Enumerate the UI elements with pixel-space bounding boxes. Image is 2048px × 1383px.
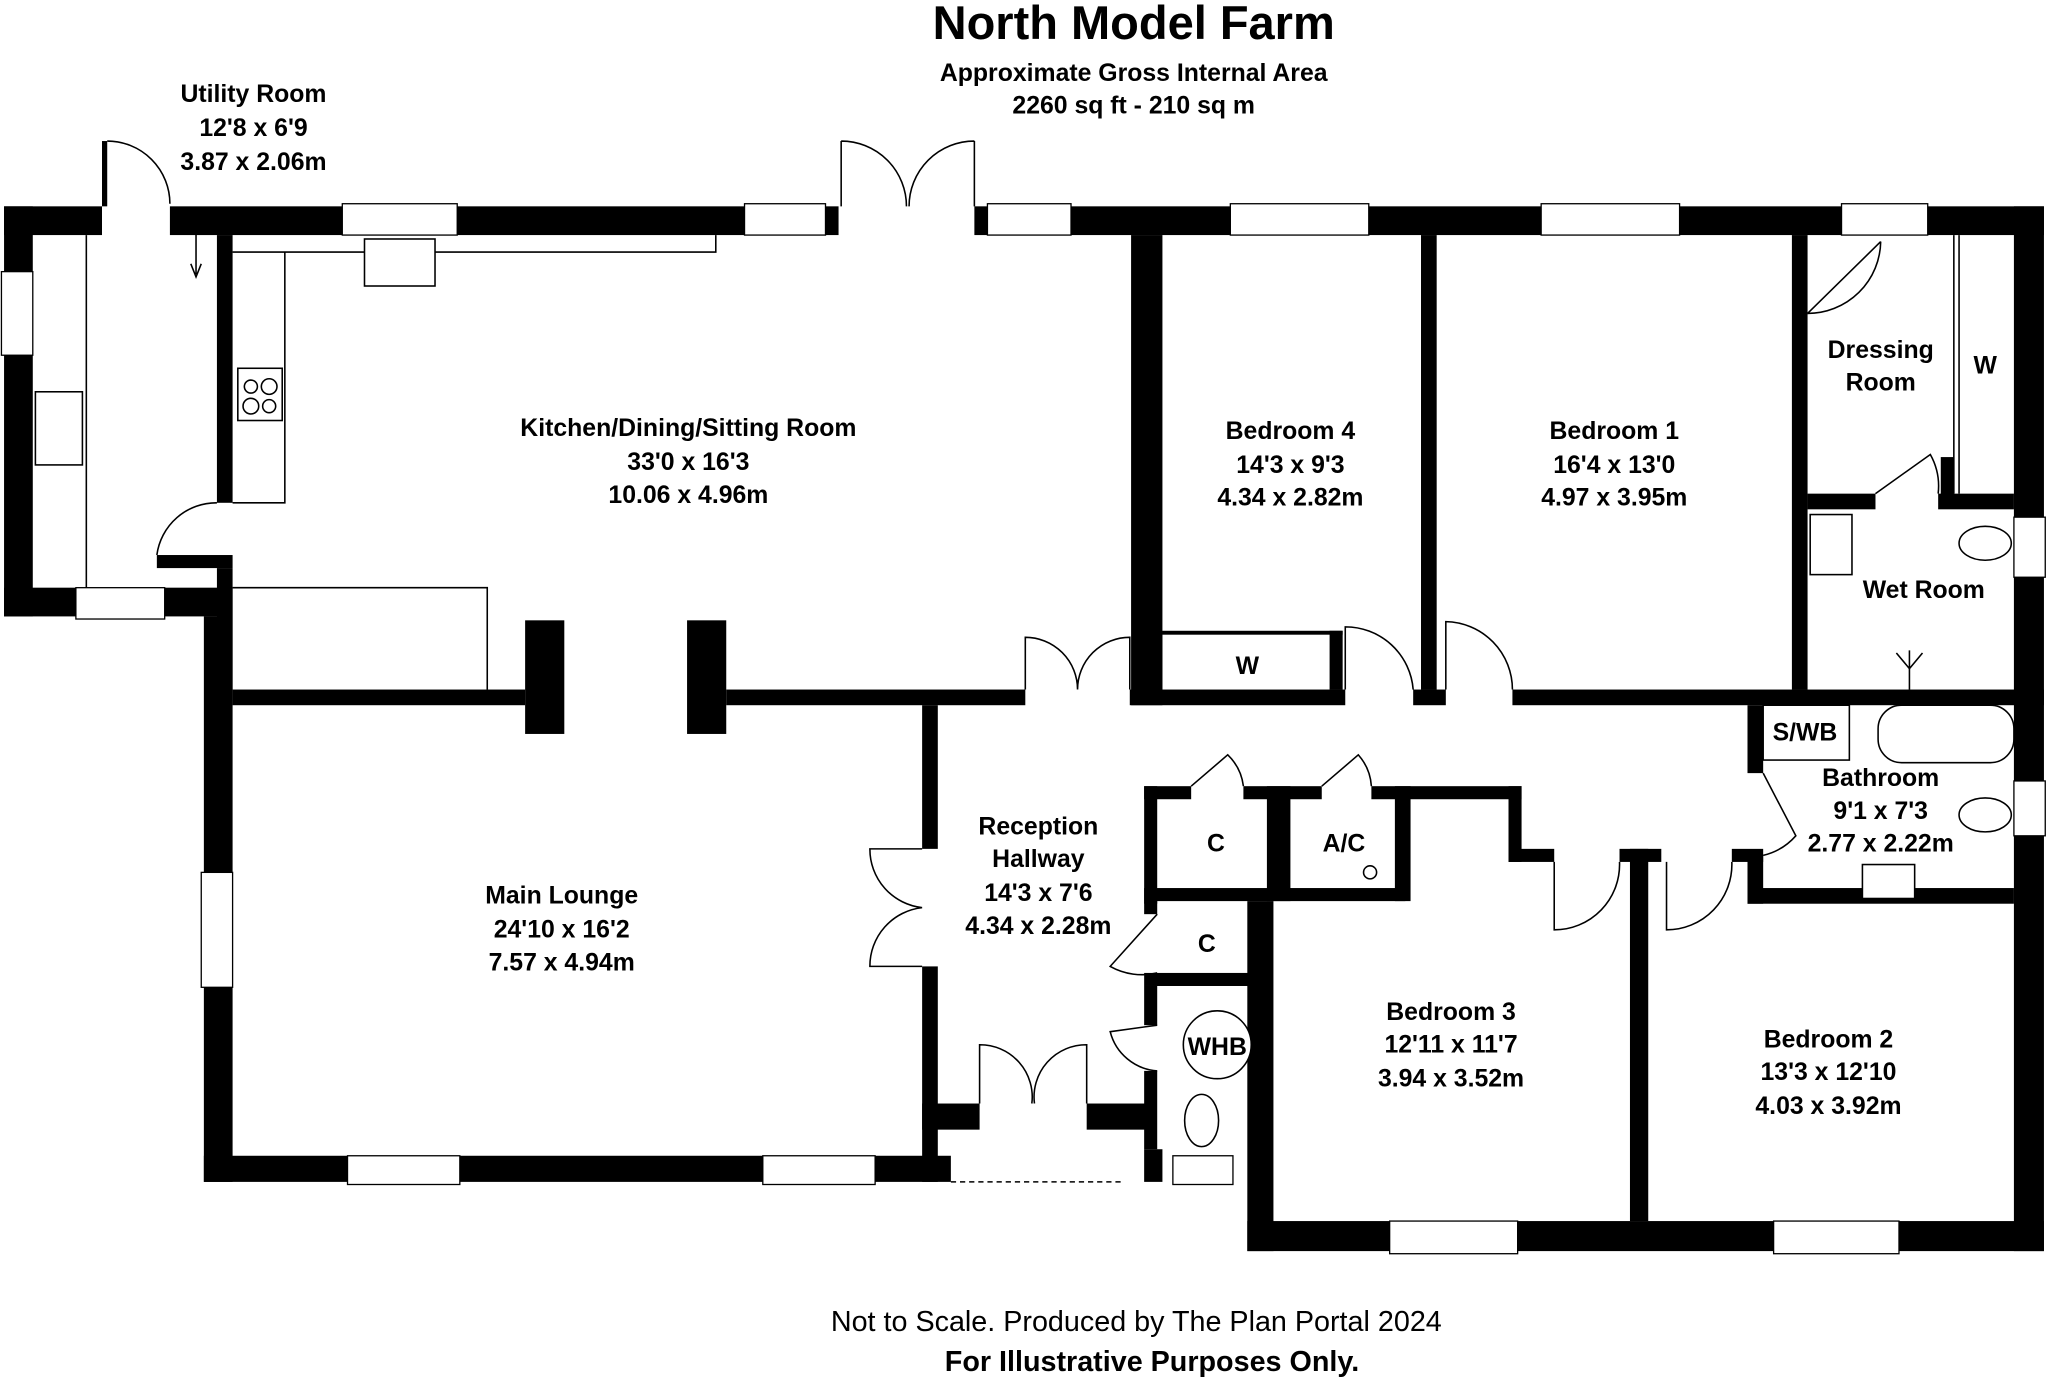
room-label-text: Bathroom — [1822, 765, 1939, 792]
room-label-text: Main Lounge — [485, 883, 638, 910]
shower-icon — [1895, 650, 1924, 690]
room-label-text: 24'10 x 16'2 — [494, 917, 630, 944]
room-label-text: 14'3 x 7'6 — [984, 880, 1092, 907]
cupboard-label: C — [1198, 931, 1216, 958]
swb-label: S/WB — [1773, 719, 1838, 746]
room-label-text: 4.03 x 3.92m — [1755, 1093, 1901, 1120]
footer-disclaimer: For Illustrative Purposes Only. — [945, 1346, 1359, 1378]
room-kitchen: Kitchen/Dining/Sitting Room 33'0 x 16'3 10… — [520, 415, 856, 509]
room-label-text: 16'4 x 13'0 — [1553, 452, 1675, 479]
room-label-text: Room — [1846, 369, 1916, 396]
room-bedroom3: Bedroom 3 12'11 x 11'7 3.94 x 3.52m — [1378, 999, 1524, 1093]
footer-credit: Not to Scale. Produced by The Plan Porta… — [831, 1306, 1442, 1338]
room-utility: Utility Room 12'8 x 6'9 3.87 x 2.06m — [180, 81, 326, 176]
area-value: 2260 sq ft - 210 sq m — [1012, 93, 1255, 120]
room-label-text: Bedroom 4 — [1226, 418, 1356, 445]
room-label-text: 7.57 x 4.94m — [489, 949, 635, 976]
room-label-text: 4.97 x 3.95m — [1541, 484, 1687, 511]
room-wet-room: Wet Room — [1863, 577, 1985, 604]
room-bedroom1: Bedroom 1 16'4 x 13'0 4.97 x 3.95m — [1541, 418, 1687, 512]
header: North Model Farm Approximate Gross Inter… — [933, 0, 1335, 120]
ac-unit-icon — [1362, 865, 1378, 880]
bathroom-basin-icon — [1861, 863, 1916, 900]
wet-room-toilet-icon — [1958, 525, 2013, 562]
utility-sink-icon — [34, 391, 84, 466]
room-labels: Utility Room 12'8 x 6'9 3.87 x 2.06m Kitch… — [180, 81, 1997, 1120]
wc-toilet-icon — [1183, 1093, 1220, 1148]
room-label-text: Hallway — [992, 846, 1085, 873]
whb-label: WHB — [1188, 1034, 1247, 1061]
bathroom-toilet-icon — [1958, 797, 2013, 833]
room-bathroom: Bathroom 9'1 x 7'3 2.77 x 2.22m — [1808, 765, 1954, 857]
area-caption: Approximate Gross Internal Area — [940, 60, 1328, 87]
room-bedroom4: Bedroom 4 14'3 x 9'3 4.34 x 2.82m — [1217, 418, 1363, 512]
wardrobe-label: W — [1236, 653, 1260, 680]
room-label-text: 4.34 x 2.28m — [965, 913, 1111, 940]
ac-label: A/C — [1323, 830, 1366, 857]
cupboard-label: C — [1207, 830, 1225, 857]
hob-icon — [237, 367, 284, 422]
room-label-text: Bedroom 3 — [1386, 999, 1516, 1026]
bath-icon — [1877, 704, 2015, 764]
wardrobe-label: W — [1973, 353, 1997, 380]
room-label-text: Utility Room — [180, 81, 326, 108]
room-label-text: 4.34 x 2.82m — [1217, 484, 1363, 511]
room-label-text: Kitchen/Dining/Sitting Room — [520, 415, 856, 442]
footer: Not to Scale. Produced by The Plan Porta… — [831, 1306, 1442, 1378]
walls — [4, 141, 2044, 1252]
room-label-text: 14'3 x 9'3 — [1236, 452, 1344, 479]
fixtures — [34, 215, 2015, 1148]
room-label-text: 33'0 x 16'3 — [627, 449, 749, 476]
kitchen-sink-icon — [363, 238, 436, 287]
room-label-text: Reception — [978, 814, 1098, 841]
room-label-text: 12'8 x 6'9 — [199, 115, 307, 142]
room-label-text: 10.06 x 4.96m — [608, 482, 768, 509]
windows — [0, 203, 2046, 1255]
room-label-text: 3.87 x 2.06m — [180, 149, 326, 176]
room-lounge: Main Lounge 24'10 x 16'2 7.57 x 4.94m — [485, 883, 638, 977]
room-bedroom2: Bedroom 2 13'3 x 12'10 4.03 x 3.92m — [1755, 1026, 1901, 1120]
plan-title: North Model Farm — [933, 0, 1335, 49]
room-label-text: 9'1 x 7'3 — [1833, 798, 1928, 825]
wet-room-basin-icon — [1809, 513, 1853, 576]
room-label-text: Bedroom 2 — [1764, 1026, 1894, 1053]
room-label-text: 13'3 x 12'10 — [1761, 1059, 1897, 1086]
doors — [107, 140, 1940, 1183]
room-label-text: 3.94 x 3.52m — [1378, 1066, 1524, 1093]
room-label-text: 2.77 x 2.22m — [1808, 830, 1954, 857]
room-label-text: Bedroom 1 — [1550, 418, 1680, 445]
room-label-text: Dressing — [1828, 337, 1934, 364]
whb-circle — [1182, 1010, 1253, 1080]
room-label-text: 12'11 x 11'7 — [1384, 1032, 1517, 1059]
